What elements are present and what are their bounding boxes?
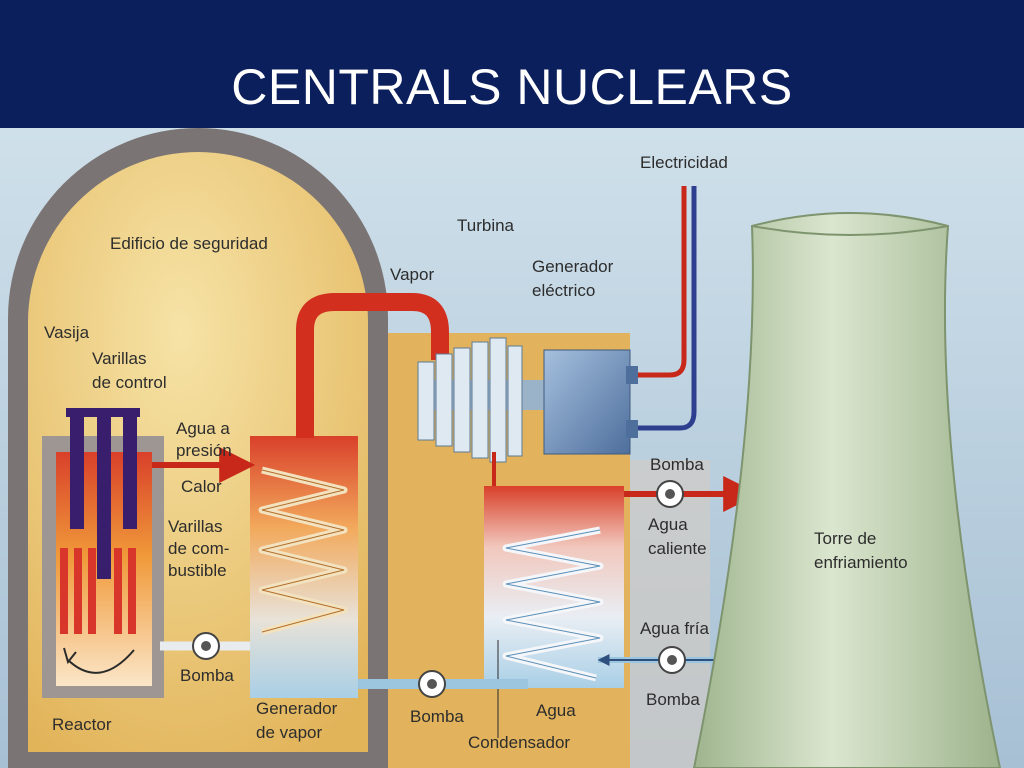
control-rod (70, 417, 84, 529)
label-pressurized-water-2: presión (176, 441, 232, 460)
label-condenser: Condensador (468, 733, 570, 752)
label-fuel-rods-1: Varillas (168, 517, 222, 536)
nuclear-plant-diagram: Electricidad Turbina Generador eléctrico… (0, 128, 1024, 768)
cold-water-pump-hub (667, 655, 677, 665)
fuel-rod (60, 548, 68, 634)
cooling-tower-rim (751, 225, 949, 236)
label-pump-condenser: Bomba (410, 707, 464, 726)
title-bar (0, 0, 1024, 128)
label-generator-2: eléctrico (532, 281, 595, 300)
label-control-rods-2: de control (92, 373, 167, 392)
label-fuel-rods-2: de com- (168, 539, 229, 558)
turbine (417, 337, 548, 463)
label-pump-cold: Bomba (646, 690, 700, 709)
steam-pipe (296, 293, 449, 438)
label-steam-generator-2: de vapor (256, 723, 322, 742)
label-hot-water-2: caliente (648, 539, 707, 558)
control-rod (97, 417, 111, 579)
fuel-rod (128, 548, 136, 634)
label-pump-primary: Bomba (180, 666, 234, 685)
control-rod-head (66, 408, 140, 417)
fuel-rod (88, 548, 96, 634)
label-turbine: Turbina (457, 216, 515, 235)
generator-terminal (626, 366, 638, 384)
circulation-arrow (67, 649, 135, 674)
label-water: Agua (536, 701, 576, 720)
label-hot-water-1: Agua (648, 515, 688, 534)
turbine-building-annex (630, 460, 710, 768)
generator-terminal (626, 420, 638, 438)
primary-pump-hub (201, 641, 211, 651)
control-rod (123, 417, 137, 529)
label-electricity: Electricidad (640, 153, 728, 172)
circulation-arrow-head (63, 647, 77, 665)
electricity-cable-blue (638, 186, 697, 431)
steam-generator-coil-outline (261, 469, 345, 633)
fuel-rod (114, 548, 122, 634)
electric-generator (543, 349, 631, 455)
label-control-rods-1: Varillas (92, 349, 146, 368)
hot-water-pump-hub (665, 489, 675, 499)
label-vapor: Vapor (390, 265, 434, 284)
label-cold-water: Agua fría (640, 619, 710, 638)
label-heat: Calor (181, 477, 222, 496)
condenser-coil-outline (505, 529, 601, 679)
electricity-cable-red (638, 186, 687, 378)
label-fuel-rods-3: bustible (168, 561, 227, 580)
label-pressurized-water-1: Agua a (176, 419, 230, 438)
slide-title: CENTRALS NUCLEARS (231, 59, 793, 115)
label-reactor: Reactor (52, 715, 112, 734)
feedwater-pump-hub (427, 679, 437, 689)
label-steam-generator-1: Generador (256, 699, 338, 718)
label-cooling-tower-1: Torre de (814, 529, 876, 548)
label-pump-hot: Bomba (650, 455, 704, 474)
label-vessel: Vasija (44, 323, 90, 342)
label-cooling-tower-2: enfriamiento (814, 553, 908, 572)
fuel-rod (74, 548, 82, 634)
cooling-tower (692, 212, 1002, 768)
label-generator-1: Generador (532, 257, 614, 276)
label-containment: Edificio de seguridad (110, 234, 268, 253)
